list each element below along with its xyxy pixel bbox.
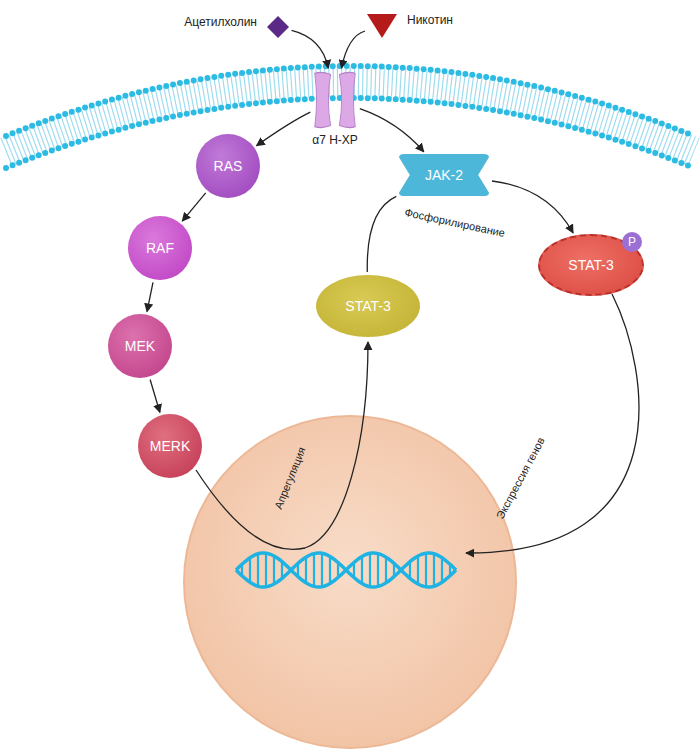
dna-strand — [236, 553, 456, 587]
dna-rung — [305, 557, 307, 583]
node-label: STAT-3 — [345, 298, 390, 314]
node-label: RAF — [146, 240, 174, 256]
receptor-shape — [313, 71, 357, 129]
nucleus — [184, 416, 516, 748]
node-label: JAK-2 — [425, 167, 463, 183]
cell-membrane — [6, 66, 694, 168]
dna-rung — [257, 554, 259, 586]
dna-strand — [236, 553, 456, 587]
diamond-shape — [267, 16, 289, 38]
dna-rung — [313, 554, 315, 587]
dna-rung — [329, 557, 331, 584]
dna-rung — [433, 554, 435, 586]
dna-rung — [377, 554, 379, 587]
triangle-shape — [367, 14, 397, 38]
node-text-holder: RAF — [128, 216, 192, 280]
connector-arrow — [182, 193, 205, 221]
circle-node: MERK — [138, 414, 202, 478]
pdot-node: P — [622, 232, 642, 252]
connector-arrow — [147, 282, 153, 311]
connector-arrow — [367, 196, 396, 272]
connector-arrow — [257, 112, 311, 146]
dna-rung — [369, 553, 371, 586]
dna-rung — [273, 556, 275, 584]
upregulation-path — [196, 342, 368, 549]
triangle-node: Никотин — [367, 14, 397, 38]
dna-rung — [441, 558, 443, 582]
ellipseP-node: STAT-3 P — [538, 234, 644, 296]
dna-helix — [236, 553, 456, 587]
molecule-label: α7 Н-ХР — [312, 133, 358, 147]
diamond-node: Ацетилхолин — [267, 16, 289, 38]
circle-node: RAF — [128, 216, 192, 280]
dna-rung — [249, 558, 251, 582]
dna-rung — [361, 557, 363, 584]
connector-arrow — [360, 109, 424, 152]
jak-node: JAK-2 — [399, 154, 489, 196]
circle-node: RAS — [196, 134, 260, 198]
edge-label: Фосфорилирование — [404, 206, 507, 239]
node-label: RAS — [214, 158, 243, 174]
node-text-holder: RAS — [196, 134, 260, 198]
node-text-holder: JAK-2 — [399, 154, 489, 196]
node-text-holder: MERK — [138, 414, 202, 478]
circle-node: MEK — [108, 314, 172, 378]
path-label: Апрегуляция — [272, 445, 308, 510]
gene-expression-path — [466, 294, 639, 553]
node-text-holder: P — [622, 232, 642, 252]
node-text-holder: MEK — [108, 314, 172, 378]
node-label: P — [628, 235, 636, 249]
dna-rung — [417, 556, 419, 584]
molecule-label: Ацетилхолин — [184, 15, 257, 29]
molecule-label: Никотин — [407, 13, 453, 27]
connector-arrow — [492, 181, 573, 233]
node-label: MEK — [125, 338, 155, 354]
connector-arrow — [150, 380, 160, 413]
node-text-holder: STAT-3 — [316, 275, 420, 337]
connector-arrow — [292, 30, 329, 68]
ellipseY-node: STAT-3 — [316, 275, 420, 337]
receptor-node: α7 Н-ХР — [313, 71, 357, 129]
path-label: Экспрессия генов — [493, 435, 546, 521]
dna-rung — [425, 553, 427, 587]
dna-rung — [265, 553, 267, 587]
connector-arrow — [342, 31, 366, 68]
dna-rung — [385, 557, 387, 583]
node-label: MERK — [150, 438, 190, 454]
dna-rung — [321, 553, 323, 586]
node-label: STAT-3 — [568, 257, 613, 273]
